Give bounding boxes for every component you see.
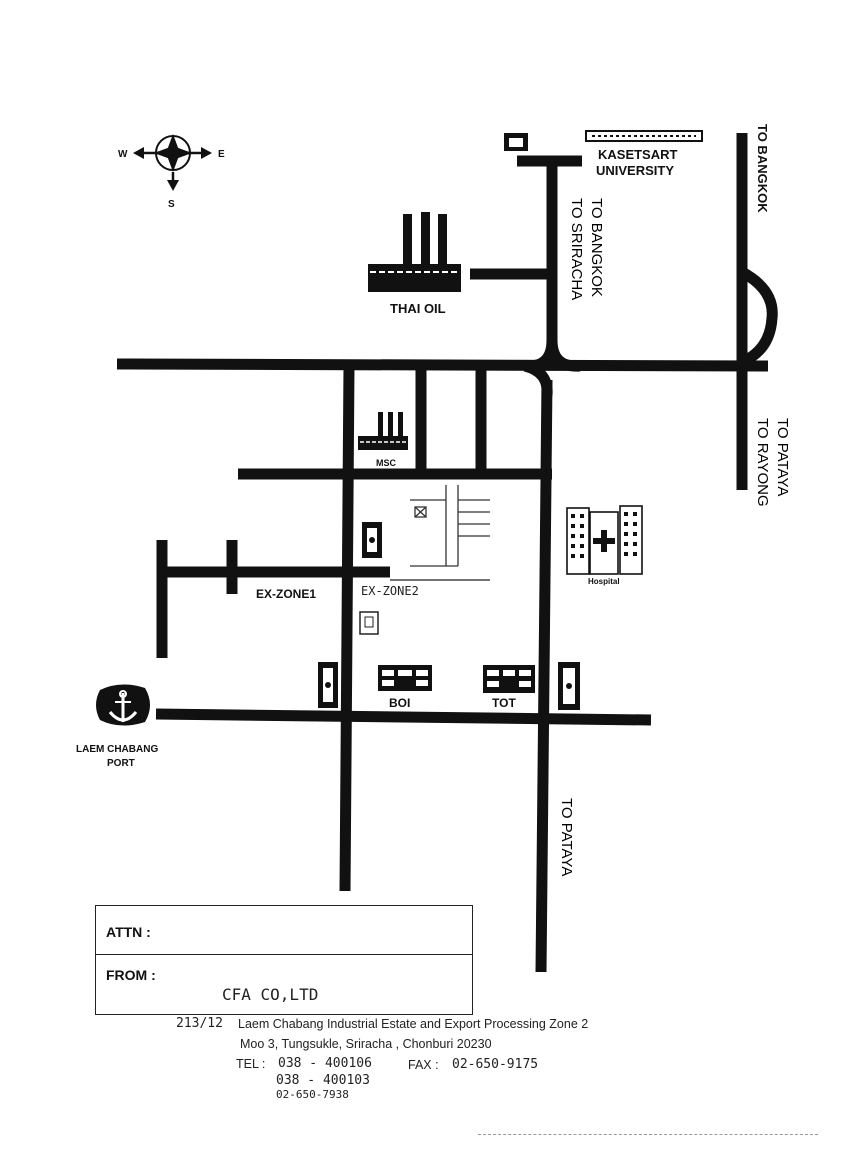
exzone2-label: EX-ZONE2 (361, 584, 419, 598)
kasetsart-label-2: UNIVERSITY (596, 163, 674, 178)
road-main-horizontal (116, 358, 769, 372)
page-dashed-edge (478, 1134, 818, 1135)
tel-number-2: 038 - 400103 (276, 1073, 370, 1088)
form-divider (96, 954, 472, 955)
boi-label: BOI (389, 696, 410, 710)
from-value[interactable]: CFA CO,LTD (222, 985, 319, 1004)
road-west-vertical (339, 365, 355, 892)
parking-marker-2 (318, 662, 338, 708)
hospital-icon (566, 505, 643, 575)
to-pataya-right-label: TO PATAYA (774, 418, 791, 496)
compass-south: S (168, 199, 175, 210)
roads (116, 133, 778, 973)
from-label: FROM : (106, 967, 156, 983)
thai-oil-label: THAI OIL (390, 301, 446, 316)
exzone1-label: EX-ZONE1 (256, 587, 316, 601)
address-line2: Moo 3, Tungsukle, Sriracha , Chonburi 20… (240, 1037, 492, 1051)
fax-label: FAX : (408, 1058, 439, 1072)
tot-label: TOT (492, 696, 516, 710)
to-sriracha-label: TO SRIRACHA (568, 198, 585, 300)
parking-marker-1 (362, 522, 382, 558)
address-number: 213/12 (176, 1016, 223, 1031)
kasetsart-building-icon (504, 130, 703, 151)
exzone2-sketch (410, 485, 490, 567)
attn-label: ATTN : (106, 924, 151, 940)
attn-from-form (95, 905, 473, 1015)
to-bangkok-right-label: TO BANGKOK (755, 124, 770, 213)
to-bangkok-center-label: TO BANGKOK (588, 198, 605, 297)
port-label-2: PORT (107, 758, 135, 769)
road-east-loop (739, 267, 778, 368)
hospital-label: Hospital (588, 577, 620, 586)
small-building-icon (359, 611, 379, 635)
compass-east: E (218, 149, 225, 160)
port-anchor-icon (96, 684, 150, 726)
port-label-1: LAEM CHABANG (76, 744, 158, 755)
tel-label: TEL : (236, 1057, 266, 1071)
to-rayong-label: TO RAYONG (754, 418, 771, 507)
to-pataya-bottom-label: TO PATAYA (558, 798, 575, 876)
boi-building-icon (378, 665, 432, 691)
msc-label: MSC (376, 458, 397, 468)
kasetsart-label-1: KASETSART (598, 147, 678, 162)
road-port (155, 708, 652, 726)
tel-number-3: 02-650-7938 (276, 1088, 349, 1101)
address-line1: Laem Chabang Industrial Estate and Expor… (238, 1017, 589, 1031)
parking-marker-3 (558, 662, 580, 710)
fax-number: 02-650-9175 (452, 1057, 539, 1072)
tel-number-1: 038 - 400106 (278, 1056, 372, 1071)
msc-factory-icon (358, 412, 408, 450)
compass-icon (133, 134, 212, 191)
tot-building-icon (483, 665, 535, 693)
thai-oil-refinery-icon (368, 212, 461, 292)
compass-west: W (118, 149, 128, 160)
